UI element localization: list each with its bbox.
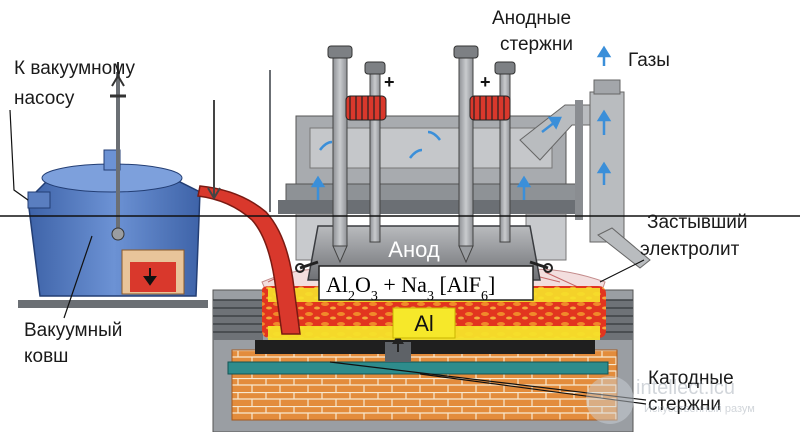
plus-sign-right: + xyxy=(480,72,491,92)
leader-frozen-electrolyte xyxy=(599,259,645,283)
leader-vacuum-pump xyxy=(9,109,29,201)
label-vacuum-pump: К вакуумному насосу xyxy=(9,58,136,201)
aluminum-label-box: Al xyxy=(392,307,456,339)
label-vacuum-ladle-line2: ковш xyxy=(24,346,68,367)
plus-sign-left: + xyxy=(384,72,395,92)
watermark: intellect.icu Искусственный разум xyxy=(586,376,755,424)
watermark-domain: intellect.icu xyxy=(636,377,735,399)
label-frozen-electrolyte-line2: электролит xyxy=(640,239,740,260)
watermark-tagline: Искусственный разум xyxy=(644,403,755,415)
anode-label-box: Анод xyxy=(388,237,440,262)
label-vacuum-pump-line2: насосу xyxy=(14,88,75,109)
anode-rods: + + xyxy=(327,45,516,264)
leader-cathode-rods-1 xyxy=(329,361,647,401)
watermark-logo-icon xyxy=(586,376,634,424)
label-anode-rods-line2: стержни xyxy=(500,34,573,55)
label-cathode-rods: Катодные стержни xyxy=(329,361,734,415)
label-gases-text: Газы xyxy=(628,50,670,71)
label-anode-rods: Анодные стержни xyxy=(492,8,573,55)
electrolyte-formula: Al2O3 + Na3 [AlF6] xyxy=(326,272,495,304)
label-cathode-rods-line1: Катодные xyxy=(648,368,734,389)
leader-vacuum-ladle xyxy=(63,235,93,319)
label-cathode-rods-line2: стержни xyxy=(648,394,721,415)
label-vacuum-ladle: Вакуумный ковш xyxy=(24,235,122,367)
formula-box: Al2O3 + Na3 [AlF6] xyxy=(318,265,534,304)
cathode-plate xyxy=(227,334,609,375)
label-frozen-electrolyte: Застывший электролит xyxy=(599,212,747,283)
label-gases: Газы xyxy=(628,50,670,71)
leader-cathode-rods-2 xyxy=(419,373,647,405)
label-anode-rods-line1: Анодные xyxy=(492,8,571,29)
anode-label: Анод xyxy=(388,237,440,262)
vacuum-ladle xyxy=(18,62,208,308)
anode-rod-right xyxy=(453,45,516,264)
aluminum-label: Al xyxy=(414,311,434,336)
label-vacuum-ladle-line1: Вакуумный xyxy=(24,320,122,341)
gas-flow-arrows xyxy=(310,45,612,200)
anode-rod-left xyxy=(327,45,387,264)
label-vacuum-pump-line1: К вакуумному xyxy=(14,58,136,79)
label-frozen-electrolyte-line1: Застывший xyxy=(647,212,747,233)
